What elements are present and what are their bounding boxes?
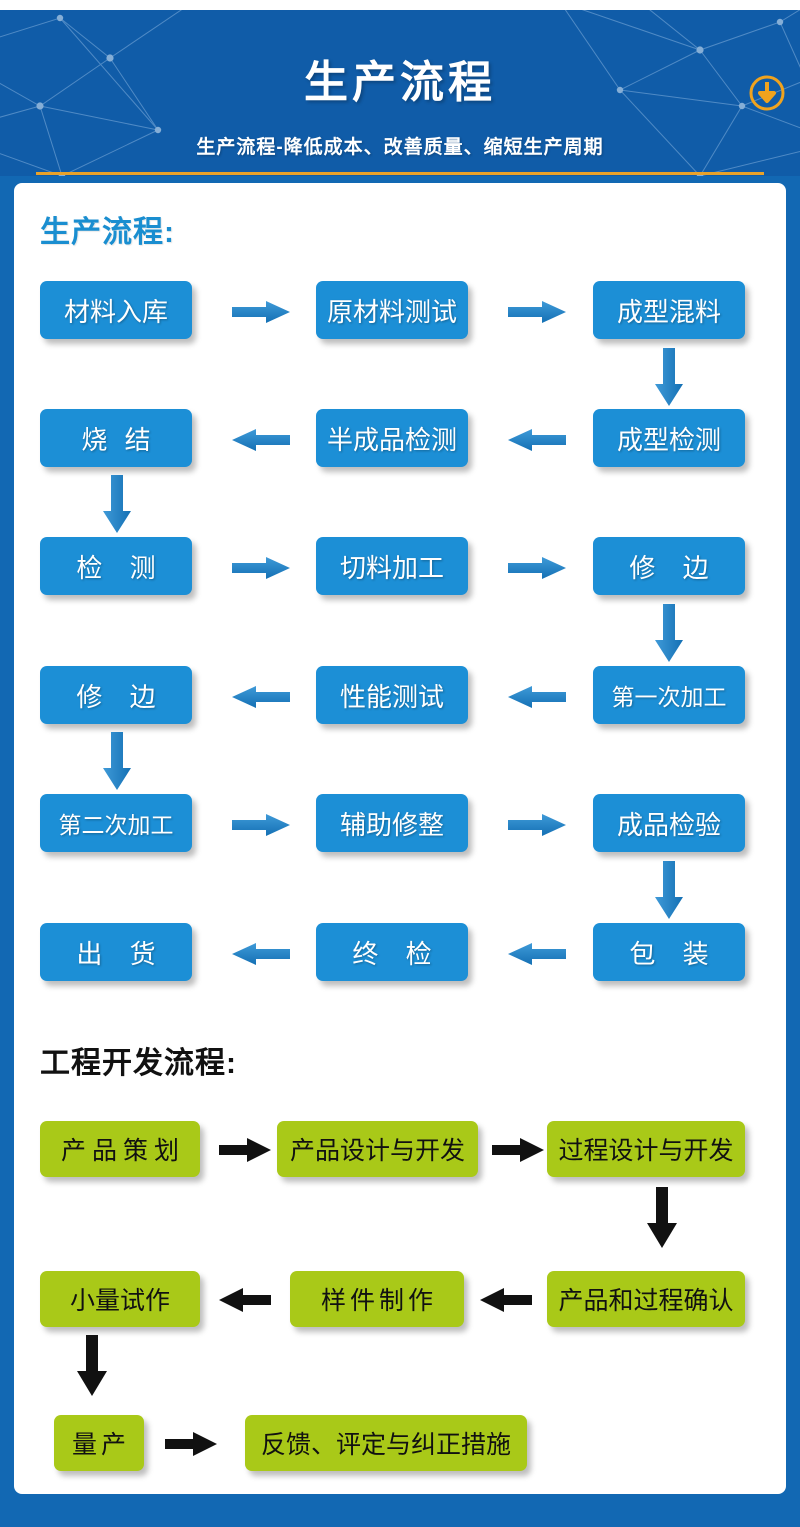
node-mass-production[interactable]: 量产 xyxy=(54,1415,144,1471)
arrow-down-p3-p4 xyxy=(654,604,684,664)
node-cutting-processing[interactable]: 切料加工 xyxy=(316,537,468,595)
arrow-left-e2-1 xyxy=(219,1288,273,1312)
arrow-down-p4-p5 xyxy=(102,732,132,792)
node-small-batch-trial[interactable]: 小量试作 xyxy=(40,1271,200,1327)
section-heading-engineering: 工程开发流程: xyxy=(40,1047,237,1080)
arrow-down-p1-p2 xyxy=(654,348,684,408)
node-sintering[interactable]: 烧 结 xyxy=(40,409,192,467)
node-first-machining[interactable]: 第一次加工 xyxy=(593,666,745,724)
node-final-inspection[interactable]: 终 检 xyxy=(316,923,468,981)
node-packaging[interactable]: 包 装 xyxy=(593,923,745,981)
arrow-left-p6-2 xyxy=(508,943,568,965)
arrow-left-p2-2 xyxy=(508,429,568,451)
arrow-left-p4-2 xyxy=(508,686,568,708)
arrow-right-e1-1 xyxy=(219,1138,273,1162)
download-circle-icon[interactable] xyxy=(748,74,786,112)
content-card: 生产流程: 材料入库 原材料测试 成型混料 烧 结 xyxy=(14,183,786,1494)
page-title: 生产流程 xyxy=(304,58,496,107)
arrow-down-p2-p3 xyxy=(102,475,132,535)
arrow-right-e1-2 xyxy=(492,1138,546,1162)
arrow-right-p1-1 xyxy=(232,301,292,323)
section-heading-production: 生产流程: xyxy=(40,216,175,249)
node-trimming-1[interactable]: 修 边 xyxy=(593,537,745,595)
arrow-down-p5-p6 xyxy=(654,861,684,921)
arrow-right-p1-2 xyxy=(508,301,568,323)
node-product-process-validation[interactable]: 产品和过程确认 xyxy=(547,1271,745,1327)
node-inspection[interactable]: 检 测 xyxy=(40,537,192,595)
arrow-left-p6-1 xyxy=(232,943,292,965)
node-raw-material-test[interactable]: 原材料测试 xyxy=(316,281,468,339)
node-material-warehousing[interactable]: 材料入库 xyxy=(40,281,192,339)
node-finished-product-inspection[interactable]: 成品检验 xyxy=(593,794,745,852)
arrow-right-p3-1 xyxy=(232,557,292,579)
node-sample-making[interactable]: 样件制作 xyxy=(290,1271,464,1327)
arrow-right-e3-1 xyxy=(165,1432,219,1456)
node-performance-test[interactable]: 性能测试 xyxy=(316,666,468,724)
arrow-left-p4-1 xyxy=(232,686,292,708)
node-feedback-assessment-corrective-action[interactable]: 反馈、评定与纠正措施 xyxy=(245,1415,527,1471)
node-auxiliary-finishing[interactable]: 辅助修整 xyxy=(316,794,468,852)
node-forming-inspection[interactable]: 成型检测 xyxy=(593,409,745,467)
arrow-left-p2-1 xyxy=(232,429,292,451)
page-header: 生产流程 生产流程-降低成本、改善质量、缩短生产周期 xyxy=(0,10,800,176)
node-trimming-2[interactable]: 修 边 xyxy=(40,666,192,724)
node-forming-mixture[interactable]: 成型混料 xyxy=(593,281,745,339)
node-shipping[interactable]: 出 货 xyxy=(40,923,192,981)
arrow-right-p5-1 xyxy=(232,814,292,836)
header-divider xyxy=(36,172,764,175)
node-process-design-development[interactable]: 过程设计与开发 xyxy=(547,1121,745,1177)
node-second-machining[interactable]: 第二次加工 xyxy=(40,794,192,852)
node-product-planning[interactable]: 产品策划 xyxy=(40,1121,200,1177)
arrow-down-e1-e2 xyxy=(646,1187,678,1249)
arrow-right-p3-2 xyxy=(508,557,568,579)
node-semi-finished-inspection[interactable]: 半成品检测 xyxy=(316,409,468,467)
arrow-left-e2-2 xyxy=(480,1288,534,1312)
arrow-down-e2-e3 xyxy=(76,1335,108,1397)
arrow-right-p5-2 xyxy=(508,814,568,836)
node-product-design-development[interactable]: 产品设计与开发 xyxy=(277,1121,478,1177)
page-subtitle: 生产流程-降低成本、改善质量、缩短生产周期 xyxy=(196,137,604,158)
